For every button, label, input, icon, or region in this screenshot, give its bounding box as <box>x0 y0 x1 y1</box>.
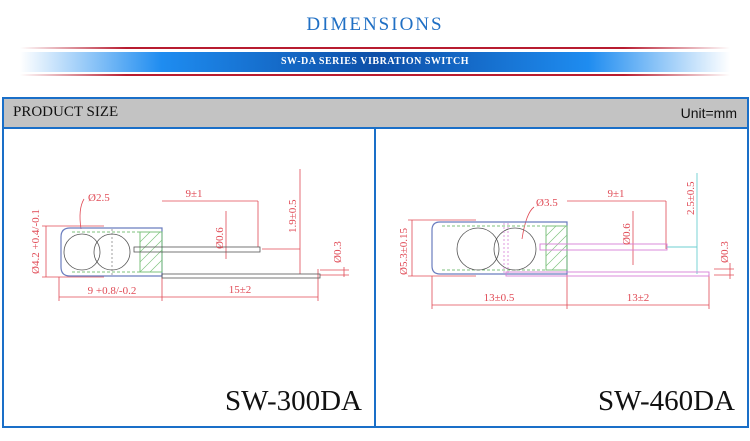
svg-text:Ø0.6: Ø0.6 <box>214 227 226 249</box>
sw-300da-drawing: Ø2.5 9±1 9 +0.8/-0.2 15±2 Ø4.2 +0.4/-0.1… <box>30 169 349 301</box>
page-title: DIMENSIONS <box>306 14 444 35</box>
svg-text:Ø0.3: Ø0.3 <box>719 241 731 263</box>
svg-text:9±1: 9±1 <box>607 188 624 200</box>
top-rule <box>20 47 730 49</box>
series-banner: SW-DA SERIES VIBRATION SWITCH <box>20 52 730 72</box>
svg-text:15±2: 15±2 <box>229 284 252 296</box>
svg-text:13±2: 13±2 <box>627 292 650 304</box>
svg-text:13±0.5: 13±0.5 <box>484 292 515 304</box>
table-header: PRODUCT SIZE Unit=mm <box>4 99 747 129</box>
svg-text:Ø4.2 +0.4/-0.1: Ø4.2 +0.4/-0.1 <box>30 209 42 274</box>
section-label: PRODUCT SIZE <box>13 104 119 120</box>
svg-text:9 +0.8/-0.2: 9 +0.8/-0.2 <box>88 285 137 297</box>
unit-label: Unit=mm <box>680 105 737 121</box>
model-label-sw-460da: SW-460DA <box>598 385 735 417</box>
svg-text:Ø0.3: Ø0.3 <box>332 241 344 263</box>
product-size-table: PRODUCT SIZE Unit=mm <box>2 97 749 428</box>
svg-text:Ø5.3±0.15: Ø5.3±0.15 <box>398 228 410 275</box>
product-cell-sw-460da: Ø3.5 9±1 13±0.5 13±2 Ø5.3±0.15 Ø0.6 2.5±… <box>376 129 747 426</box>
column-divider <box>374 129 376 426</box>
series-banner-label: SW-DA SERIES VIBRATION SWITCH <box>281 56 469 67</box>
ball-diameter-label: Ø2.5 <box>88 192 110 204</box>
svg-text:Ø0.6: Ø0.6 <box>621 223 633 245</box>
svg-text:9±1: 9±1 <box>185 188 202 200</box>
svg-text:2.5±0.5: 2.5±0.5 <box>685 181 697 215</box>
sw-460da-drawing: Ø3.5 9±1 13±0.5 13±2 Ø5.3±0.15 Ø0.6 2.5±… <box>398 173 734 309</box>
ball-diameter-label: Ø3.5 <box>536 197 558 209</box>
svg-text:1.9±0.5: 1.9±0.5 <box>287 199 299 233</box>
product-cell-sw-300da: Ø2.5 9±1 9 +0.8/-0.2 15±2 Ø4.2 +0.4/-0.1… <box>4 129 374 426</box>
model-label-sw-300da: SW-300DA <box>225 385 362 417</box>
bottom-rule <box>20 74 730 76</box>
